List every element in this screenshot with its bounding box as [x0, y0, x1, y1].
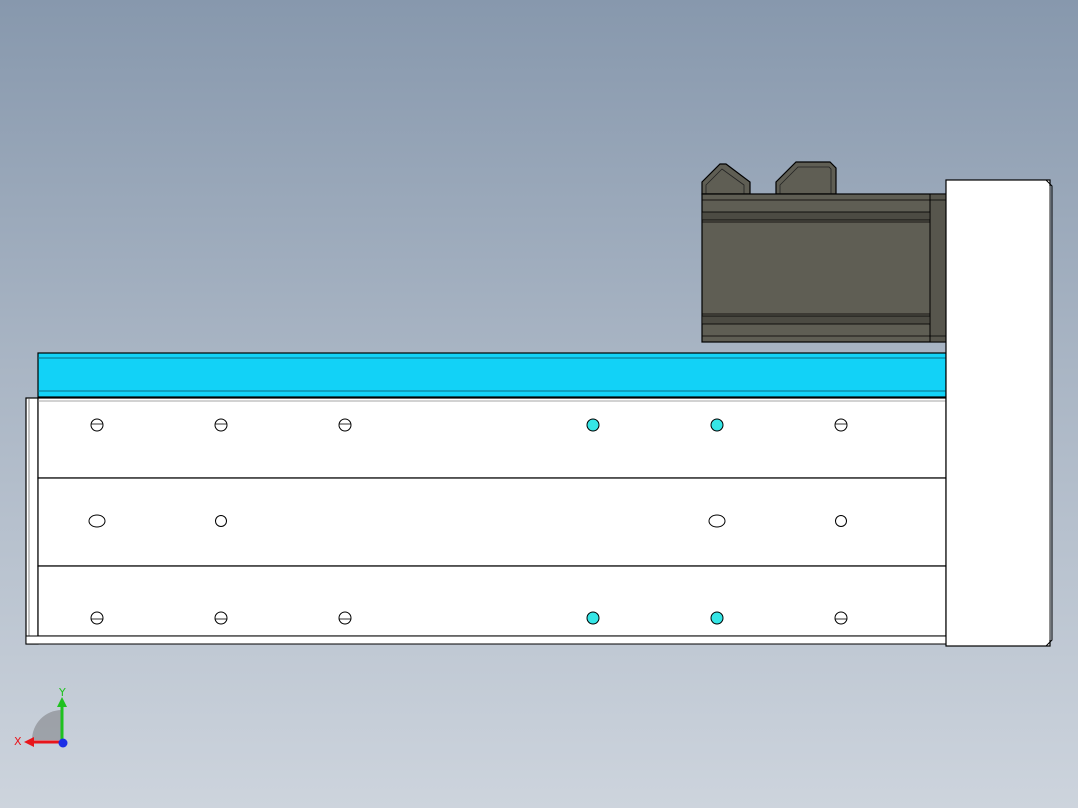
base-bottom-plate: [25, 635, 947, 645]
mount-block-body: [945, 179, 1051, 647]
motor-groove-top: [701, 211, 931, 221]
mounting-hole: [214, 418, 228, 432]
y-axis-label: Y: [58, 686, 66, 699]
hole-row-top: [90, 418, 848, 432]
highlighted-hole[interactable]: [710, 418, 724, 432]
mounting-hole: [338, 418, 352, 432]
mounting-hole: [215, 515, 227, 527]
base-section-middle: [37, 477, 947, 567]
base-section-bottom: [37, 565, 947, 637]
rail-cover: [37, 352, 947, 398]
x-axis-arrowhead: [24, 737, 34, 747]
left-end-cap[interactable]: [25, 397, 39, 645]
reference-triad[interactable]: Y X: [10, 685, 80, 755]
mounting-hole: [214, 611, 228, 625]
highlighted-hole[interactable]: [586, 611, 600, 625]
mounting-hole: [90, 611, 104, 625]
motor-mount-block[interactable]: [945, 179, 1053, 647]
slot-hole: [708, 514, 726, 528]
triad-plane-shading: [32, 710, 62, 740]
highlighted-hole[interactable]: [710, 611, 724, 625]
motor[interactable]: [701, 161, 947, 343]
y-axis-arrowhead: [57, 697, 67, 707]
mounting-hole: [835, 515, 847, 527]
mount-block-chamfer: [1045, 179, 1053, 647]
base-section-top: [37, 397, 947, 479]
mounting-hole: [834, 418, 848, 432]
x-axis-label: X: [14, 735, 22, 748]
motor-flange: [929, 193, 947, 343]
slot-hole: [88, 514, 106, 528]
hole-row-middle: [88, 514, 847, 528]
hole-row-bottom: [90, 611, 848, 625]
mounting-hole: [338, 611, 352, 625]
motor-groove-bottom: [701, 315, 931, 325]
mounting-hole: [90, 418, 104, 432]
end-cap-body: [25, 397, 39, 645]
linear-rail-cover[interactable]: [37, 352, 947, 398]
mounting-hole: [834, 611, 848, 625]
motor-connector-left: [701, 163, 751, 195]
actuator-base[interactable]: [25, 397, 947, 645]
motor-connector-right-inner: [779, 166, 832, 194]
motor-connector-left-inner: [705, 168, 745, 194]
highlighted-hole[interactable]: [586, 418, 600, 432]
z-axis-point: [58, 738, 68, 748]
